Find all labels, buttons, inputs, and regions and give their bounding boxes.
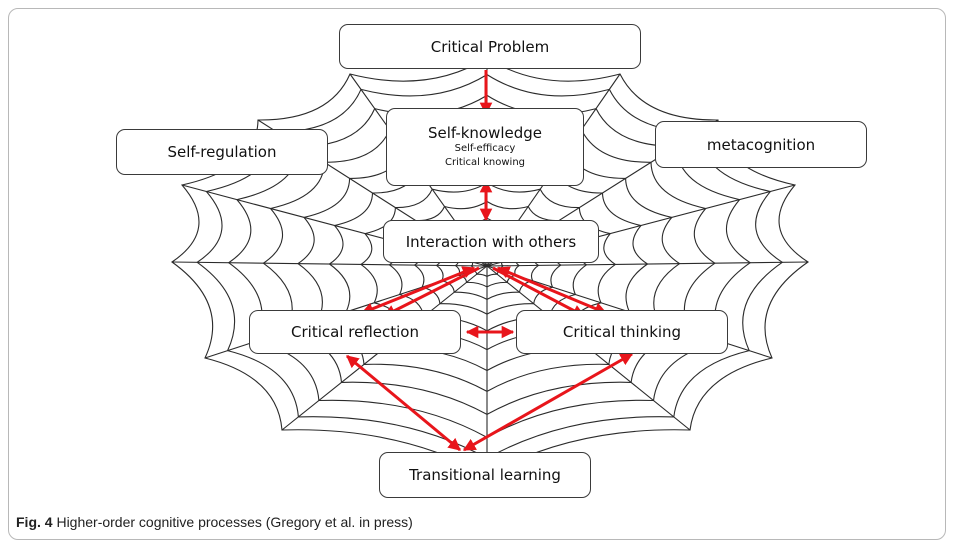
web-spoke bbox=[486, 261, 809, 267]
caption-text: Higher-order cognitive processes (Gregor… bbox=[56, 514, 413, 530]
arrows bbox=[346, 70, 634, 452]
self-efficacy-label: Self-efficacy bbox=[454, 143, 516, 154]
critical-problem-box: Critical Problem bbox=[339, 24, 641, 69]
web-spoke bbox=[171, 261, 488, 267]
interaction-with-others-box: Interaction with others bbox=[383, 220, 599, 263]
caption-label: Fig. 4 bbox=[16, 514, 53, 530]
arrow-interaction-thinking bbox=[496, 266, 608, 315]
metacognition-box: metacognition bbox=[655, 121, 867, 168]
critical-thinking-label: Critical thinking bbox=[562, 323, 682, 341]
arrow-thinking-transitional bbox=[462, 352, 634, 452]
arrow-interaction-reflection bbox=[360, 266, 476, 315]
critical-thinking-box: Critical thinking bbox=[516, 310, 728, 354]
arrow-reflection-transitional bbox=[346, 354, 461, 452]
transitional-learning-label: Transitional learning bbox=[409, 466, 561, 484]
arrow-interaction-thinking-2 bbox=[492, 266, 586, 318]
self-knowledge-box: Self-knowledge Self-efficacy Critical kn… bbox=[386, 108, 584, 186]
transitional-learning-box: Transitional learning bbox=[379, 452, 591, 498]
self-regulation-label: Self-regulation bbox=[167, 143, 277, 161]
metacognition-label: metacognition bbox=[706, 135, 816, 154]
critical-reflection-label: Critical reflection bbox=[291, 323, 419, 341]
figure-caption: Fig. 4 Higher-order cognitive processes … bbox=[16, 514, 413, 530]
critical-problem-label: Critical Problem bbox=[430, 37, 550, 56]
arrow-interaction-reflection-2 bbox=[382, 266, 480, 318]
critical-knowing-label: Critical knowing bbox=[444, 157, 526, 168]
self-knowledge-label: Self-knowledge bbox=[427, 124, 543, 142]
self-regulation-box: Self-regulation bbox=[116, 129, 328, 175]
interaction-with-others-label: Interaction with others bbox=[405, 232, 577, 251]
critical-reflection-box: Critical reflection bbox=[249, 310, 461, 354]
figure-frame bbox=[8, 8, 946, 540]
